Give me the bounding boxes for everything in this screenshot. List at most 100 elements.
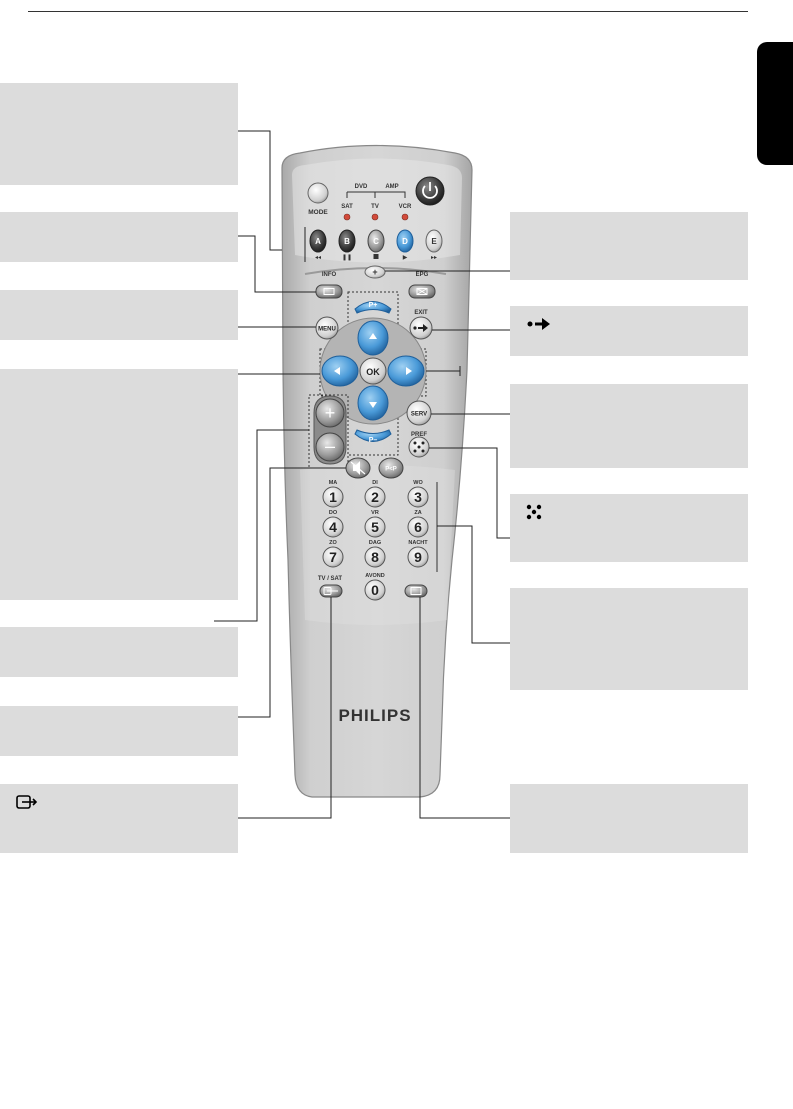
- color-key-e[interactable]: E ▸▸: [425, 229, 443, 261]
- number-key-cap: [407, 486, 429, 508]
- number-key-cap: [364, 546, 386, 568]
- exit-button-icon: [413, 324, 428, 332]
- menu-label: MENU: [318, 327, 336, 333]
- left-arrow-icon: [334, 367, 340, 375]
- pref-icon: [526, 504, 542, 520]
- svg-text:E: E: [431, 237, 437, 246]
- tv-led: [371, 213, 379, 221]
- number-key-5[interactable]: VR5: [364, 510, 386, 538]
- sat-led: [343, 213, 351, 221]
- number-key-cap: [322, 486, 344, 508]
- info-icon: [323, 288, 335, 295]
- number-key-digit: 3: [414, 489, 422, 505]
- tv-sat-icon: [16, 795, 38, 809]
- serv-button[interactable]: [406, 400, 432, 426]
- number-key-6[interactable]: ZA6: [407, 510, 429, 538]
- color-key-d[interactable]: D ▶: [396, 229, 414, 261]
- stop-icon: [373, 254, 379, 259]
- info-button[interactable]: [315, 284, 343, 299]
- channel-up-button[interactable]: [354, 301, 392, 314]
- subtitle-icon: [410, 587, 422, 595]
- svg-text:A: A: [315, 237, 321, 246]
- right-arrow-icon: [406, 367, 412, 375]
- tv-sat-label: TV / SAT: [318, 576, 343, 582]
- number-key-label: DO: [329, 510, 338, 516]
- number-key-digit: 6: [414, 519, 422, 535]
- number-key-label: ZO: [329, 540, 337, 546]
- number-key-4[interactable]: DO4: [322, 510, 344, 538]
- subtitle-button[interactable]: [404, 584, 428, 598]
- ok-label: OK: [366, 367, 380, 377]
- number-key-cap: [322, 516, 344, 538]
- callout-volume: [0, 627, 238, 677]
- callout-cursor: [0, 369, 238, 600]
- callout-number-keys: [510, 588, 748, 690]
- callout-subtitle-key: [510, 784, 748, 853]
- dvd-label: DVD: [355, 184, 368, 190]
- mute-icon: [350, 461, 366, 475]
- number-key-9[interactable]: NACHT 9: [407, 540, 429, 568]
- serv-label: SERV: [411, 412, 427, 418]
- vcr-label: VCR: [399, 204, 412, 210]
- pref-button-icon: [413, 441, 425, 453]
- power-icon: [422, 185, 438, 199]
- number-key-digit: 5: [371, 519, 379, 535]
- callout-color-keys: [0, 83, 238, 185]
- number-key-8[interactable]: DAG 8: [364, 540, 386, 568]
- callout-lines: [214, 130, 510, 819]
- down-arrow-icon: [369, 402, 377, 408]
- callout-exit: [510, 306, 748, 356]
- epg-label: EPG: [416, 272, 429, 278]
- vcr-led: [401, 213, 409, 221]
- info-label: INFO: [322, 272, 337, 278]
- number-key-digit: 9: [414, 549, 422, 565]
- menu-button[interactable]: [315, 316, 339, 340]
- callout-mute: [0, 706, 238, 756]
- number-key-label: DAG: [369, 540, 381, 546]
- exit-label: EXIT: [414, 310, 428, 316]
- pause-icon: ❚❚: [342, 254, 352, 261]
- number-key-7[interactable]: ZO7: [322, 540, 344, 568]
- play-icon: ▶: [403, 255, 408, 261]
- callout-pref: [510, 494, 748, 562]
- previous-program-button[interactable]: [378, 457, 404, 479]
- color-key-c[interactable]: C: [367, 229, 385, 259]
- mode-button[interactable]: [307, 182, 329, 204]
- number-key-label: WO: [413, 480, 423, 486]
- brand-logo: PHILIPS: [338, 706, 411, 725]
- tv-label: TV: [371, 204, 379, 210]
- number-key-label: AVOND: [365, 573, 384, 579]
- remote-body: [281, 144, 473, 798]
- number-key-digit: 2: [371, 489, 379, 505]
- channel-down-button[interactable]: [354, 429, 392, 442]
- up-arrow-icon: [369, 333, 377, 339]
- number-key-2[interactable]: DI 2: [364, 480, 386, 508]
- number-key-digit: 8: [371, 549, 379, 565]
- volume-down-button[interactable]: [315, 432, 345, 462]
- plus-key[interactable]: [364, 265, 386, 279]
- svg-text:C: C: [373, 237, 379, 246]
- volume-plus-icon: +: [325, 403, 336, 423]
- number-key-cap: [364, 516, 386, 538]
- p-p-label: P<P: [385, 467, 397, 473]
- number-key-1[interactable]: MA1: [322, 480, 344, 508]
- number-key-digit: 0: [371, 582, 379, 598]
- number-key-3[interactable]: WO 3: [407, 480, 429, 508]
- number-key-0[interactable]: AVOND 0: [364, 573, 386, 601]
- fast-forward-icon: ▸▸: [431, 255, 437, 261]
- callout-plus-key: [510, 212, 748, 280]
- exit-icon: [527, 318, 550, 330]
- number-key-label: DI: [372, 480, 378, 486]
- sat-label: SAT: [341, 204, 353, 210]
- number-key-label: NACHT: [408, 540, 428, 546]
- ok-button[interactable]: [359, 357, 387, 385]
- color-key-a[interactable]: A ◂◂: [309, 229, 327, 261]
- number-key-cap: [322, 546, 344, 568]
- color-key-b[interactable]: B ❚❚: [338, 229, 356, 261]
- pref-label: PREF: [411, 432, 427, 438]
- svg-text:D: D: [402, 237, 408, 246]
- volume-up-button[interactable]: [315, 398, 345, 428]
- tv-sat-button-icon: [323, 587, 338, 595]
